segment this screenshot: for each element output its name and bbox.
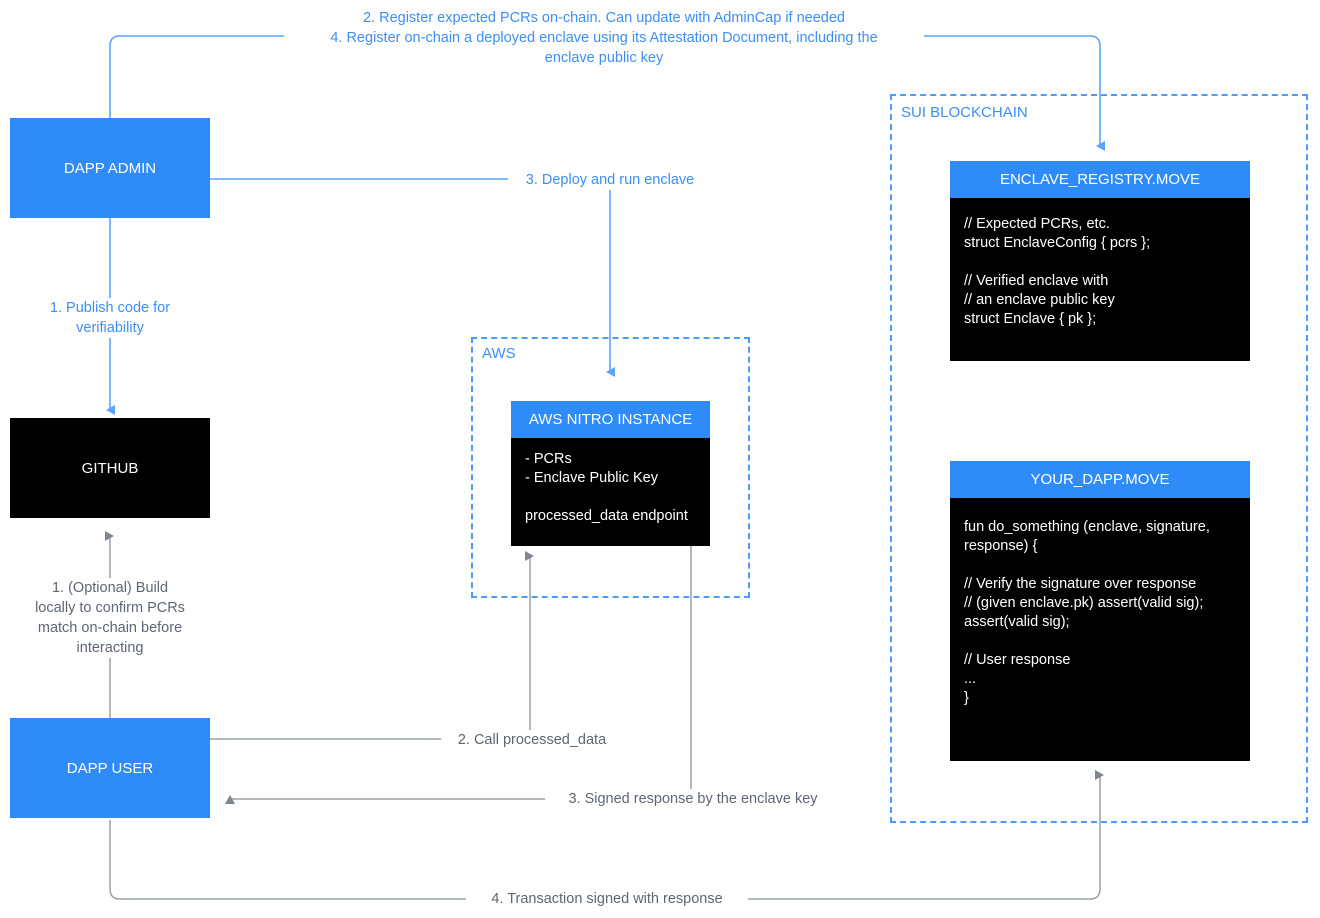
node-dapp-user-label: DAPP USER (66, 759, 154, 777)
node-dapp-admin-label: DAPP ADMIN (63, 159, 157, 177)
group-sui-blockchain-label: SUI BLOCKCHAIN (897, 104, 1033, 121)
node-your-dapp-move-title: YOUR_DAPP.MOVE (950, 461, 1250, 498)
edge-label-call-processed-data: 2. Call processed_data (441, 730, 623, 750)
node-your-dapp-move[interactable]: YOUR_DAPP.MOVE fun do_something (enclave… (950, 461, 1250, 761)
group-aws-label: AWS (478, 345, 521, 362)
node-enclave-registry-move[interactable]: ENCLAVE_REGISTRY.MOVE // Expected PCRs, … (950, 161, 1250, 361)
edge-label-transaction-signed: 4. Transaction signed with response (466, 889, 748, 909)
edge-label-register-pcrs: 2. Register expected PCRs on-chain. Can … (284, 8, 924, 68)
node-github[interactable]: GITHUB (10, 418, 210, 518)
edge-label-publish-code: 1. Publish code for verifiability (18, 298, 202, 338)
group-sui-blockchain (890, 94, 1308, 823)
node-your-dapp-move-body: fun do_something (enclave, signature, re… (950, 498, 1250, 761)
node-dapp-admin[interactable]: DAPP ADMIN (10, 118, 210, 218)
node-dapp-user[interactable]: DAPP USER (10, 718, 210, 818)
node-aws-nitro-instance-body: - PCRs - Enclave Public Key processed_da… (511, 438, 710, 546)
node-aws-nitro-instance[interactable]: AWS NITRO INSTANCE - PCRs - Enclave Publ… (511, 401, 710, 546)
edge-label-optional-build: 1. (Optional) Build locally to confirm P… (17, 578, 203, 658)
node-github-label: GITHUB (81, 459, 139, 477)
group-aws (471, 337, 750, 598)
node-enclave-registry-move-body: // Expected PCRs, etc. struct EnclaveCon… (950, 198, 1250, 361)
edge-label-signed-response: 3. Signed response by the enclave key (545, 789, 841, 809)
node-aws-nitro-instance-title: AWS NITRO INSTANCE (511, 401, 710, 438)
edge-label-deploy-enclave: 3. Deploy and run enclave (508, 170, 712, 190)
node-enclave-registry-move-title: ENCLAVE_REGISTRY.MOVE (950, 161, 1250, 198)
